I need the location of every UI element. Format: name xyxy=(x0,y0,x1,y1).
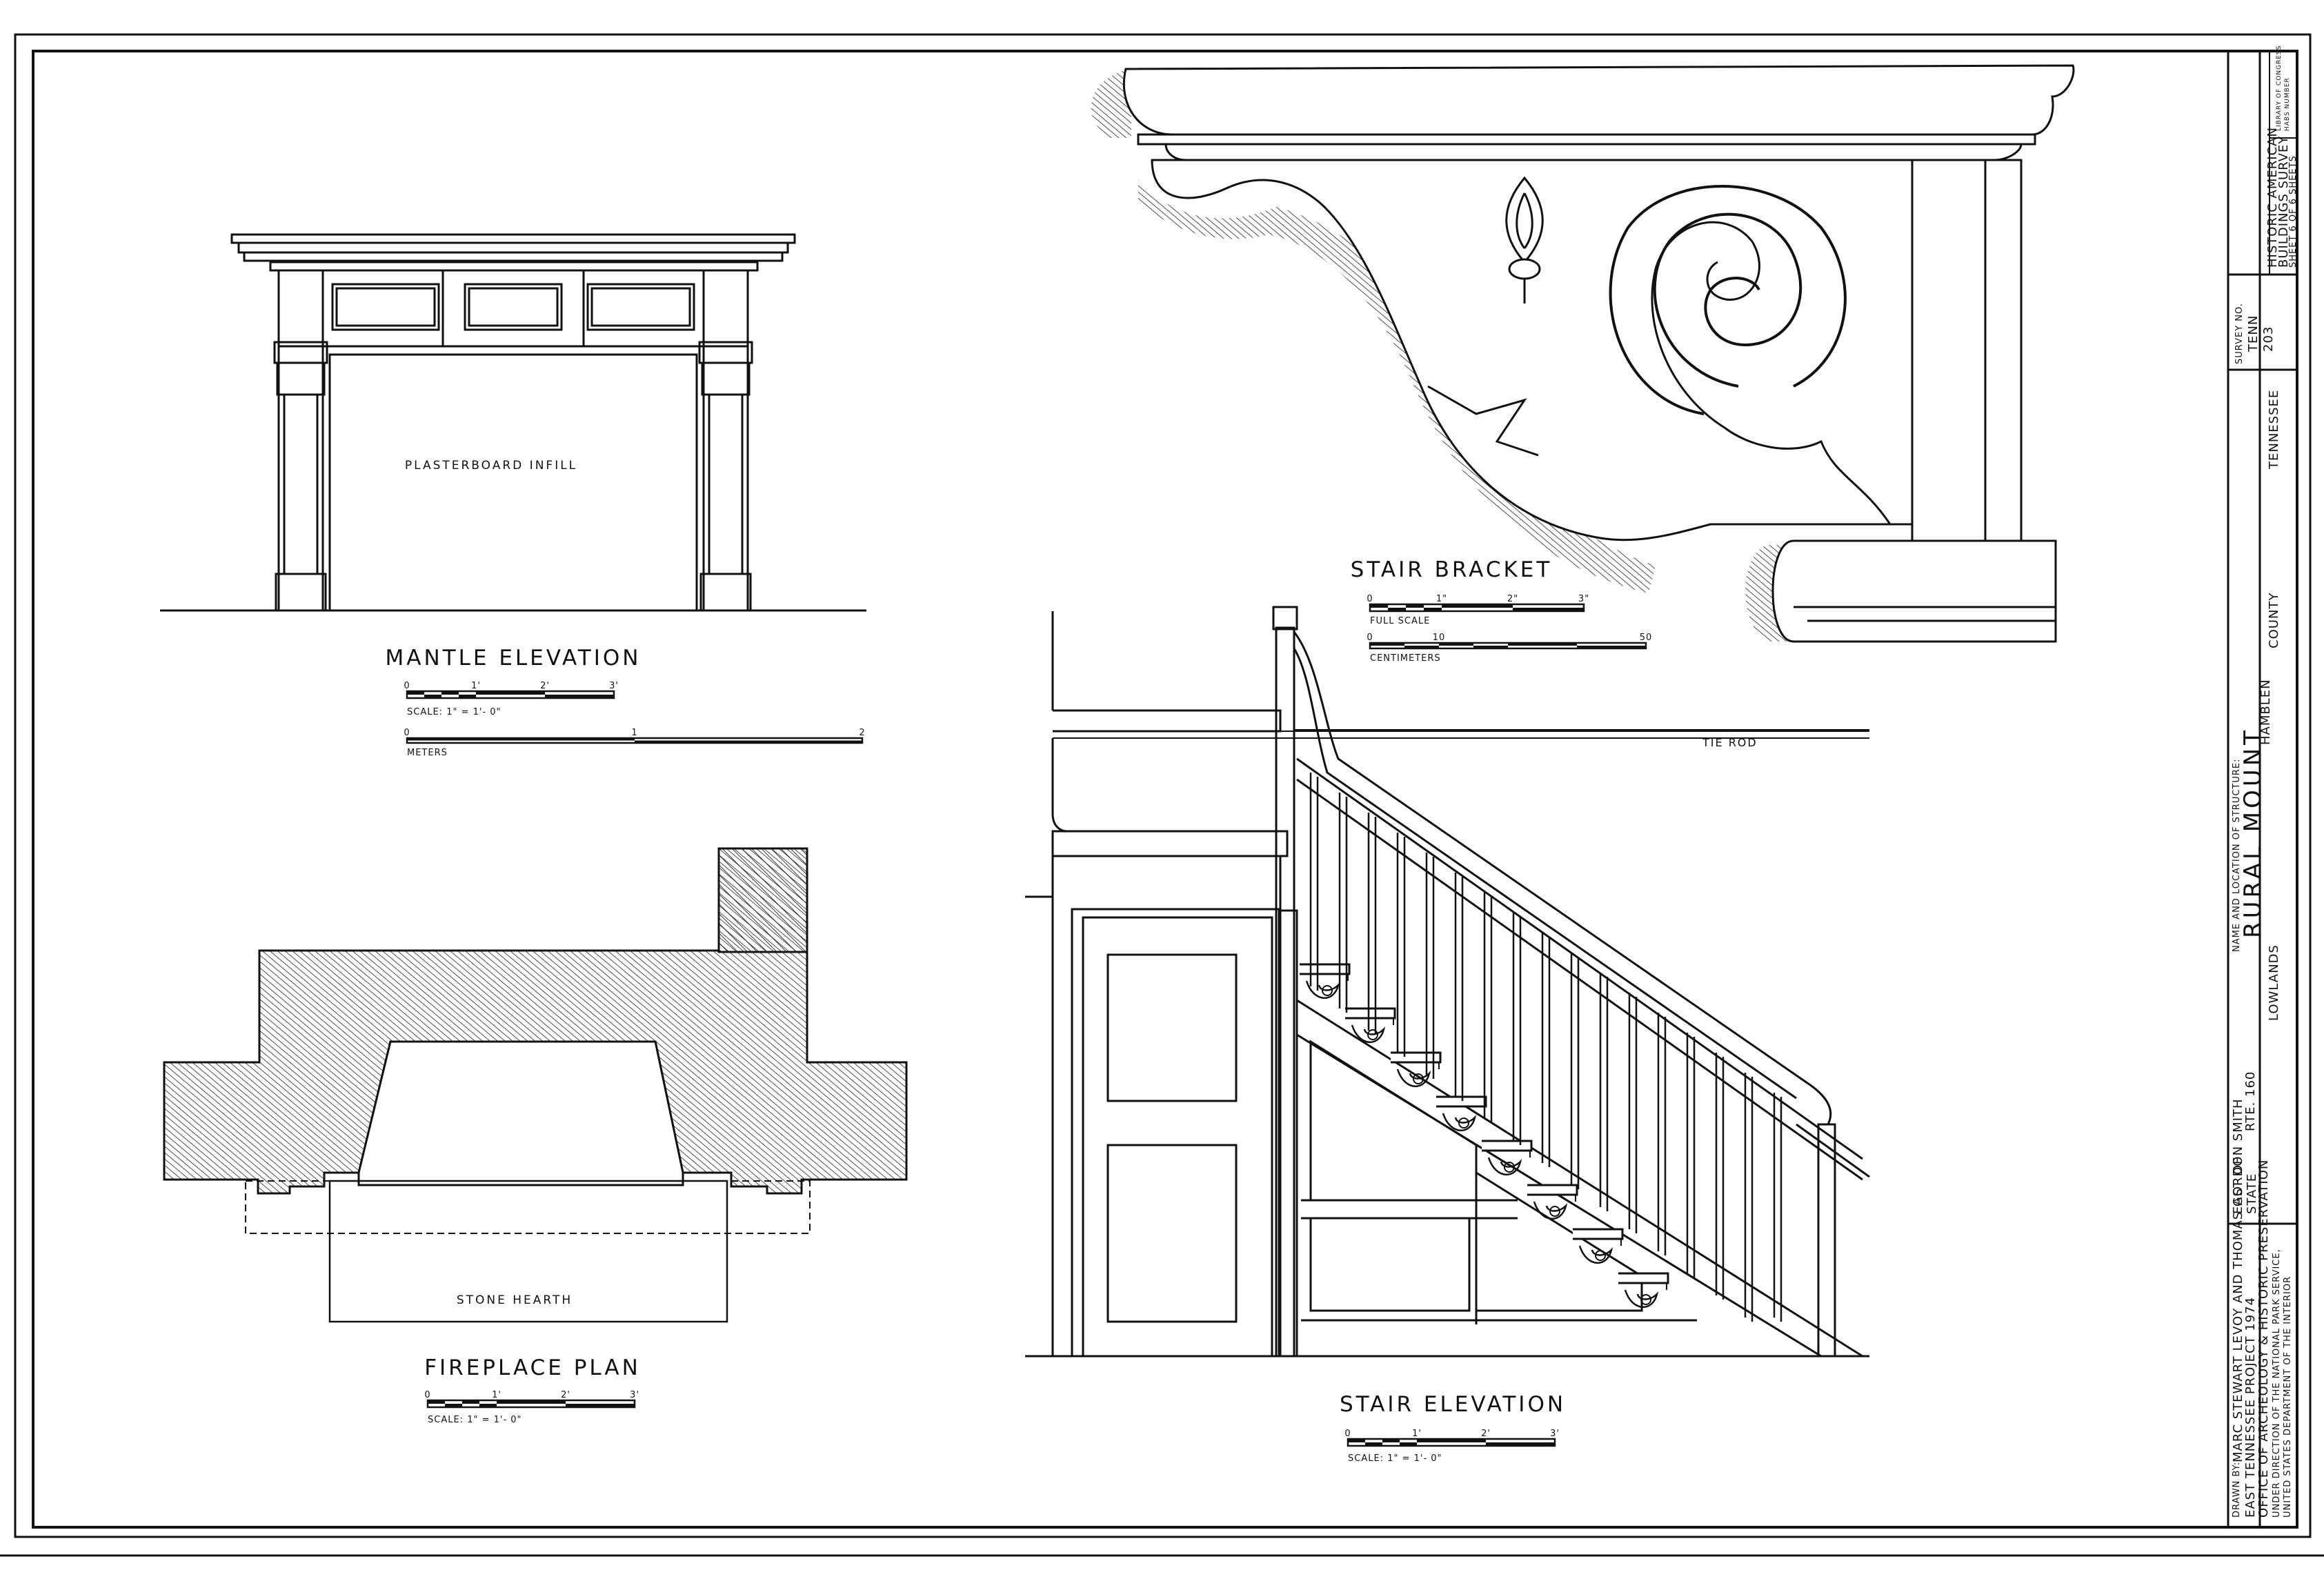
stair-baluster xyxy=(1396,833,1406,1057)
stair-scale-bar: 0 1' 2' 3' SCALE: 1" = 1'- 0" xyxy=(1344,1429,1560,1464)
svg-text:0: 0 xyxy=(404,681,410,691)
mantle-elevation-drawing xyxy=(160,233,866,612)
stair-tread xyxy=(1482,1140,1533,1175)
stair-baluster xyxy=(1570,953,1580,1189)
svg-text:COUNTY: COUNTY xyxy=(2267,593,2281,648)
structure-name: RURAL MOUNT xyxy=(2239,727,2267,938)
svg-text:UNITED STATES DEPARTMENT OF TH: UNITED STATES DEPARTMENT OF THE INTERIOR xyxy=(2283,1276,2293,1518)
stair-baluster xyxy=(1715,1053,1725,1300)
stair-treads xyxy=(1300,963,1669,1308)
stair-baluster xyxy=(1425,853,1435,1079)
stair-baluster xyxy=(1338,793,1348,1013)
svg-text:UNDER DIRECTION OF THE NATIONA: UNDER DIRECTION OF THE NATIONAL PARK SER… xyxy=(2272,1249,2282,1518)
svg-text:EAST TENNESSEE PROJECT 1974: EAST TENNESSEE PROJECT 1974 xyxy=(2243,1297,2258,1518)
svg-text:STATE: STATE xyxy=(2245,1173,2259,1214)
stair-tread xyxy=(1300,963,1351,999)
svg-text:1': 1' xyxy=(1412,1429,1422,1439)
svg-text:MARC STEWART LEVOY AND THOMA: MARC STEWART LEVOY AND THOMAS GORDON SMI… xyxy=(2231,1098,2245,1462)
svg-text:EAST OF: EAST OF xyxy=(2231,1157,2245,1214)
svg-text:NAME AND LOCATION OF STRUCTURE: NAME AND LOCATION OF STRUCTURE: xyxy=(2232,758,2242,952)
svg-text:203: 203 xyxy=(2261,326,2276,352)
svg-text:0: 0 xyxy=(404,728,410,738)
stair-baluster xyxy=(1628,993,1638,1233)
stair-tread xyxy=(1391,1051,1442,1087)
full-scale-caption: FULL SCALE xyxy=(1370,616,1430,626)
svg-text:TENNESSEE: TENNESSEE xyxy=(2267,390,2281,470)
mantle-scale-bar: 0 1' 2' 3' SCALE: 1" = 1'- 0" xyxy=(404,681,619,717)
svg-text:0: 0 xyxy=(1367,594,1373,604)
fireplace-scale-bar: 0 1' 2' 3' SCALE: 1" = 1'- 0" xyxy=(424,1390,639,1425)
svg-text:2': 2' xyxy=(561,1390,570,1400)
centimeters-caption: CENTIMETERS xyxy=(1370,653,1441,664)
fireplace-scale-caption: SCALE: 1" = 1'- 0" xyxy=(428,1415,522,1425)
stair-baluster xyxy=(1454,873,1464,1101)
svg-text:3': 3' xyxy=(1550,1429,1560,1439)
title-block xyxy=(2227,50,2298,1529)
stair-baluster xyxy=(1367,813,1377,1035)
svg-text:LOWLANDS: LOWLANDS xyxy=(2267,944,2281,1021)
svg-text:SHEET 6 OF 6 SHEETS: SHEET 6 OF 6 SHEETS xyxy=(2288,155,2298,268)
fireplace-plan-drawing xyxy=(163,847,908,1323)
svg-text:3": 3" xyxy=(1578,594,1589,604)
mantle-infill-note: PLASTERBOARD INFILL xyxy=(405,459,577,473)
svg-text:2': 2' xyxy=(1481,1429,1491,1439)
stair-baluster xyxy=(1657,1013,1667,1255)
svg-text:RTE. 160: RTE. 160 xyxy=(2243,1071,2258,1131)
tie-rod-note: TIE ROD xyxy=(1702,736,1758,749)
stair-scale-caption: SCALE: 1" = 1'- 0" xyxy=(1348,1453,1442,1464)
stair-tread xyxy=(1573,1228,1624,1264)
svg-text:2: 2 xyxy=(859,728,865,738)
stair-baluster xyxy=(1744,1073,1754,1322)
stair-baluster xyxy=(1773,1093,1782,1322)
svg-text:2": 2" xyxy=(1507,594,1518,604)
svg-text:50: 50 xyxy=(1640,633,1653,643)
svg-text:0: 0 xyxy=(1344,1429,1351,1439)
svg-text:SURVEY NO.: SURVEY NO. xyxy=(2234,303,2245,364)
svg-text:0: 0 xyxy=(1367,633,1373,643)
svg-text:1': 1' xyxy=(492,1390,501,1400)
stair-baluster xyxy=(1599,973,1609,1211)
title-block-text: DRAWN BY: MARC STEWART LEVOY AND THOMAS … xyxy=(2231,46,2298,1518)
mantle-scale-caption: SCALE: 1" = 1'- 0" xyxy=(407,707,501,717)
stair-baluster xyxy=(1483,893,1493,1123)
svg-text:3': 3' xyxy=(609,681,619,691)
svg-text:1: 1 xyxy=(631,728,637,738)
stair-bracket-drawing xyxy=(1091,64,2075,643)
stair-elevation-drawing xyxy=(1025,606,1870,1358)
svg-text:1": 1" xyxy=(1436,594,1447,604)
svg-text:0: 0 xyxy=(424,1390,430,1400)
svg-text:DRAWN BY:: DRAWN BY: xyxy=(2232,1462,2242,1518)
stair-baluster xyxy=(1686,1033,1696,1278)
mantle-meters-bar: 0 1 2 METERS xyxy=(404,728,865,758)
stair-tread xyxy=(1436,1095,1487,1131)
svg-text:HISTORIC AMERICAN: HISTORIC AMERICAN xyxy=(2265,127,2280,268)
stair-elevation-title: STAIR ELEVATION xyxy=(1340,1392,1566,1417)
mantle-elevation-title: MANTLE ELEVATION xyxy=(386,646,642,670)
svg-text:TENN: TENN xyxy=(2246,315,2261,352)
svg-text:BUILDINGS SURVEY: BUILDINGS SURVEY xyxy=(2276,136,2291,268)
svg-text:HABS NUMBER: HABS NUMBER xyxy=(2284,77,2291,131)
stair-baluster xyxy=(1512,913,1522,1145)
svg-text:3': 3' xyxy=(630,1390,639,1400)
svg-text:HAMBLEN: HAMBLEN xyxy=(2258,679,2273,745)
svg-text:10: 10 xyxy=(1433,633,1446,643)
meters-caption: METERS xyxy=(407,748,448,758)
stair-bracket-title: STAIR BRACKET xyxy=(1351,557,1553,582)
stair-balusters xyxy=(1309,773,1782,1322)
svg-text:LIBRARY OF CONGRESS: LIBRARY OF CONGRESS xyxy=(2276,46,2283,132)
centimeters-bar: 0 10 50 CENTIMETERS xyxy=(1367,633,1653,664)
stair-baluster xyxy=(1541,933,1551,1167)
outer-border xyxy=(14,33,2312,1538)
stone-hearth-note: STONE HEARTH xyxy=(457,1293,573,1307)
bracket-scale-bar: 0 1" 2" 3" FULL SCALE xyxy=(1367,594,1589,626)
svg-text:1': 1' xyxy=(471,681,481,691)
stair-baluster xyxy=(1309,773,1319,991)
stair-tread xyxy=(1345,1007,1396,1043)
stair-tread xyxy=(1527,1184,1578,1220)
svg-text:2': 2' xyxy=(540,681,550,691)
stair-tread xyxy=(1618,1272,1669,1308)
svg-text:OFFICE OF ARCHEOLOGY & HISTORI: OFFICE OF ARCHEOLOGY & HISTORIC PRESERVA… xyxy=(2256,1160,2271,1518)
fireplace-plan-title: FIREPLACE PLAN xyxy=(424,1355,641,1380)
